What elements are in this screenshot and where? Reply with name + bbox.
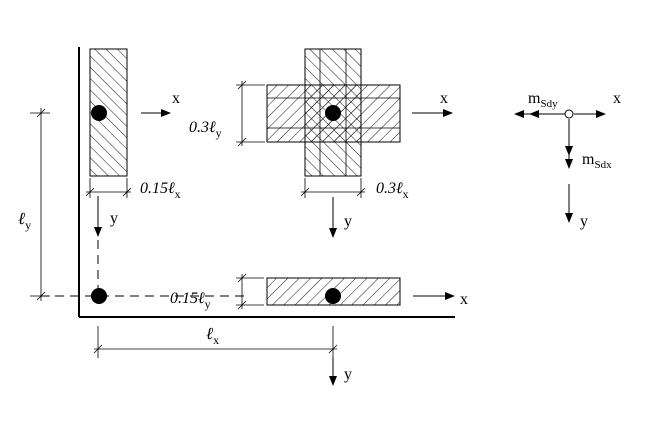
interior-cross-strip: x y 0.3ℓy 0.3ℓx xyxy=(189,48,453,238)
x-axis-label: x xyxy=(460,291,468,308)
dimension-label-0.15ly: 0.15ℓy xyxy=(170,290,211,311)
column-top-left xyxy=(91,105,107,121)
y-axis-label: y xyxy=(580,213,588,230)
moment-label-msdx: mSdx xyxy=(582,151,612,171)
dimension-label-0.3ly: 0.3ℓy xyxy=(189,119,222,140)
x-axis-label: x xyxy=(440,90,448,107)
dimension-ly: ℓy xyxy=(18,108,50,301)
origin-node xyxy=(564,109,574,119)
y-axis-label: y xyxy=(344,213,352,230)
x-axis-label: x xyxy=(172,90,180,107)
x-axis-label: x xyxy=(613,90,621,107)
edge-strip-bottom: x 0.15ℓy xyxy=(170,273,468,311)
dimension-label-0.15lx: 0.15ℓx xyxy=(140,180,181,201)
dimension-label-lx: ℓx xyxy=(206,324,219,347)
column-interior xyxy=(325,105,341,121)
moment-label-msdy: mSdy xyxy=(528,90,558,110)
column-bottom xyxy=(325,288,341,304)
dimension-label-ly: ℓy xyxy=(18,209,31,232)
moment-convention: x mSdy mSdx y xyxy=(514,90,621,230)
edge-strip-top-left: x y 0.15ℓx xyxy=(85,48,181,237)
dimension-label-0.3lx: 0.3ℓx xyxy=(376,180,409,201)
y-axis-label: y xyxy=(110,210,118,227)
dimension-lx: ℓx y xyxy=(93,324,352,386)
column-corner xyxy=(91,288,107,304)
y-axis-label: y xyxy=(344,366,352,383)
